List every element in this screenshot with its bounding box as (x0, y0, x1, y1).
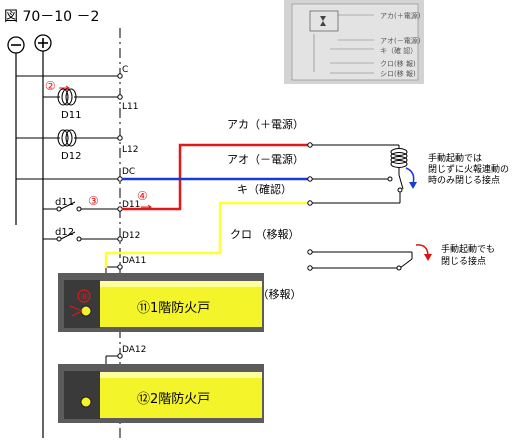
contact-d12-terminal-b (76, 236, 82, 242)
photo-label-red: アカ(＋電源) (380, 11, 421, 20)
fire-door-label-2: ⑫2階防火戸 (137, 391, 210, 407)
svg-text:D12: D12 (122, 231, 140, 241)
wire-label-black: クロ （移報） (230, 228, 300, 241)
note-top-line-1: 手動起動では (428, 152, 482, 164)
contact-d11-terminal-a (56, 206, 62, 212)
fire-contact-terminal (396, 265, 402, 271)
terminal-l12: L12 (117, 135, 138, 155)
step-marker-3: ③ (88, 194, 99, 208)
step-marker-2: ② (45, 79, 56, 93)
coil-label-d11: D11 (61, 110, 81, 121)
minus-bus-symbol (7, 36, 25, 54)
wire-red-terminal (307, 142, 313, 148)
terminal-l11: L11 (117, 94, 138, 112)
coil-d11-icon (57, 88, 77, 106)
photo-label-black: クロ(移 報) (380, 59, 416, 68)
interlock-contact-icon (387, 174, 404, 193)
blue-arrow-head-icon (409, 182, 417, 189)
wire-blue-terminal (307, 176, 313, 182)
svg-text:DA11: DA11 (122, 256, 146, 266)
svg-text:DC: DC (122, 167, 135, 177)
photo-label-yellow: キ（確 認） (380, 46, 417, 55)
wire-yellow-terminal (307, 200, 313, 206)
coil-label-d12: D12 (61, 151, 81, 162)
svg-text:C: C (122, 65, 128, 75)
wire-red (122, 143, 310, 211)
svg-text:L12: L12 (122, 145, 138, 155)
wire-label-red: アカ（＋電源） (227, 117, 304, 131)
wire-yellow (104, 201, 310, 268)
contact-d12-terminal-a (56, 236, 62, 242)
svg-text:L11: L11 (122, 102, 138, 112)
step-marker-8: ⑧ (80, 292, 89, 303)
terminal-d12: D12 (117, 231, 140, 242)
contact-label-d11: d11 (55, 197, 74, 208)
step-arrow-2 (59, 85, 70, 91)
solenoid-coil-icon (390, 148, 408, 168)
svg-text:DA12: DA12 (122, 345, 146, 355)
photo-label-white: シロ(移 報) (380, 69, 416, 78)
note-top-line-3: 時のみ閉じる接点 (428, 174, 500, 186)
terminal-label-photo: アカ(＋電源) アオ(－電源) キ（確 認） クロ(移 報) シロ(移 報) (284, 0, 424, 84)
note-top-line-2: 閉じずに火報連動の (428, 163, 509, 175)
coil-d12-icon (57, 129, 77, 147)
step-marker-4: ④ (137, 189, 148, 203)
fire-door-box-2: ⑫2階防火戸 (58, 364, 264, 423)
contact-label-d12: d12 (55, 227, 74, 238)
svg-text:D11: D11 (122, 200, 140, 210)
contact-d11-terminal-b (76, 206, 82, 212)
wire-white-terminal (307, 265, 313, 271)
terminal-c: C (117, 65, 128, 79)
terminal-da11: DA11 (117, 256, 146, 270)
blue-action-arrow-icon (405, 167, 415, 185)
terminal-da12: DA12 (117, 345, 146, 359)
figure-title: 図 70－10 －2 (4, 9, 99, 25)
plus-bus-symbol (34, 34, 52, 52)
fire-door-box-1: ⑧ ⑪1階防火戸 (58, 273, 264, 332)
note-bottom-line-2: 閉じる接点 (441, 255, 486, 267)
wire-label-blue: アオ（－電源） (227, 152, 304, 166)
red-arrow-head-icon (424, 254, 432, 261)
wire-label-yellow: キ（確認） (237, 182, 292, 196)
wire-black-terminal (307, 249, 313, 255)
fire-door-label-1: ⑪1階防火戸 (137, 300, 210, 316)
note-bottom-line-1: 手動起動でも (441, 243, 495, 255)
photo-label-blue: アオ(－電源) (380, 36, 421, 45)
